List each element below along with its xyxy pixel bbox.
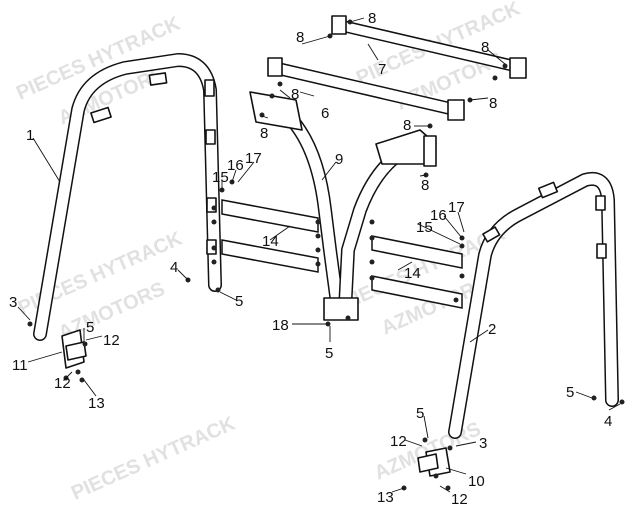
callout-8: 8 (421, 177, 429, 194)
callout-8: 8 (260, 125, 268, 142)
callout-8: 8 (296, 29, 304, 46)
callout-8: 8 (368, 10, 376, 27)
callout-15: 15 (212, 169, 229, 186)
base-brackets (61, 329, 451, 477)
callout-15: 15 (416, 219, 433, 236)
center-y-frame (249, 91, 437, 321)
callout-13: 13 (377, 489, 394, 506)
fasteners (27, 19, 625, 491)
right-roll-hoop (448, 172, 619, 439)
callout-3: 3 (9, 294, 17, 311)
callout-5: 5 (86, 319, 94, 336)
callout-8: 8 (481, 39, 489, 56)
callout-18: 18 (272, 317, 289, 334)
callout-5: 5 (416, 405, 424, 422)
callout-17: 17 (448, 199, 465, 216)
callout-5: 5 (566, 384, 574, 401)
callout-3: 3 (479, 435, 487, 452)
callout-4: 4 (604, 413, 612, 430)
callout-7: 7 (378, 61, 386, 78)
watermark-text: PIECES HYTRACK (68, 412, 239, 504)
callout-6: 6 (321, 105, 329, 122)
callout-12: 12 (390, 433, 407, 450)
callout-14: 14 (404, 265, 421, 282)
callout-1: 1 (26, 127, 34, 144)
callout-12: 12 (54, 375, 71, 392)
callout-labels: 1 2 3 3 4 4 5 5 5 5 5 6 7 8 8 8 8 8 8 8 … (9, 10, 612, 508)
callout-16: 16 (430, 207, 447, 224)
callout-17: 17 (245, 150, 262, 167)
callout-13: 13 (88, 395, 105, 412)
panel-plates (221, 199, 463, 309)
callout-8: 8 (489, 95, 497, 112)
callout-5: 5 (235, 293, 243, 310)
callout-12: 12 (103, 332, 120, 349)
callout-14: 14 (262, 233, 279, 250)
left-roll-hoop (33, 53, 222, 341)
leader-lines (17, 17, 621, 493)
crossbars (267, 15, 527, 121)
callout-9: 9 (335, 151, 343, 168)
callout-2: 2 (488, 321, 496, 338)
callout-10: 10 (468, 473, 485, 490)
callout-12: 12 (451, 491, 468, 508)
callout-5: 5 (325, 345, 333, 362)
callout-4: 4 (170, 259, 178, 276)
callout-11: 11 (12, 357, 28, 374)
callout-8: 8 (291, 86, 299, 103)
callout-16: 16 (227, 157, 244, 174)
callout-8: 8 (403, 117, 411, 134)
